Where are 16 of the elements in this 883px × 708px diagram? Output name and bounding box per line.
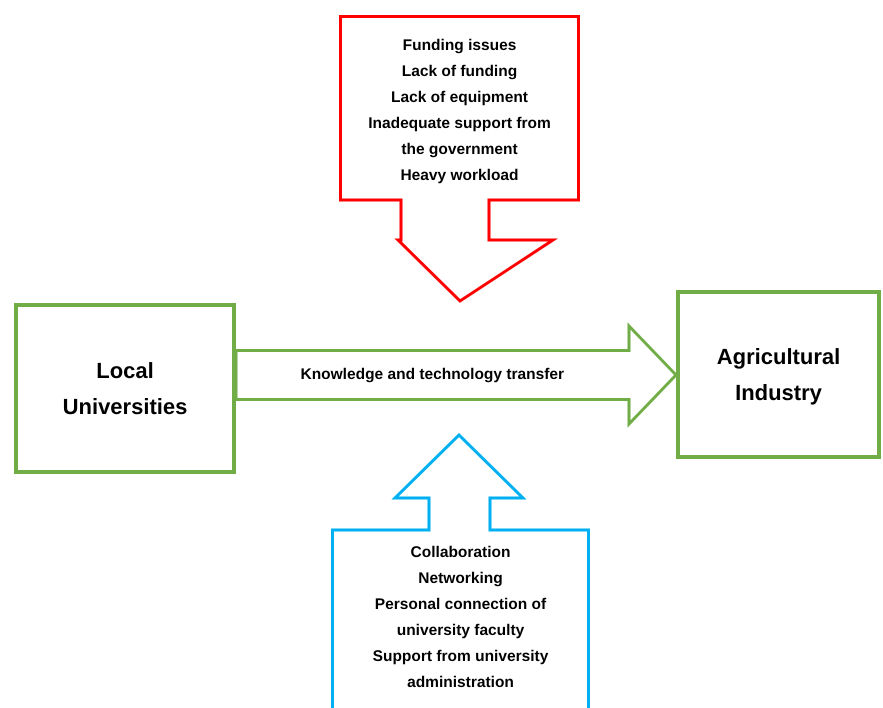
list-item: Heavy workload	[399, 166, 520, 186]
list-item: Lack of funding	[400, 62, 518, 82]
list-item: Collaboration	[410, 543, 512, 563]
list-item: Lack of equipment	[390, 88, 529, 108]
list-item: Inadequate support from the government	[367, 114, 552, 160]
callout-arrow	[331, 433, 590, 708]
list-item: Funding issues	[402, 36, 518, 56]
node-label: Agricultural Industry	[716, 342, 842, 407]
list-item: Support from university administration	[372, 647, 550, 693]
list-item: Personal connection of university faculty	[374, 595, 548, 641]
list-item: Networking	[417, 569, 504, 589]
node-label: Local Universities	[62, 356, 188, 420]
entity-box	[676, 290, 881, 459]
entity-box	[14, 303, 236, 474]
callout-arrow	[339, 15, 580, 303]
edge-label: Knowledge and technology transfer	[298, 366, 566, 384]
